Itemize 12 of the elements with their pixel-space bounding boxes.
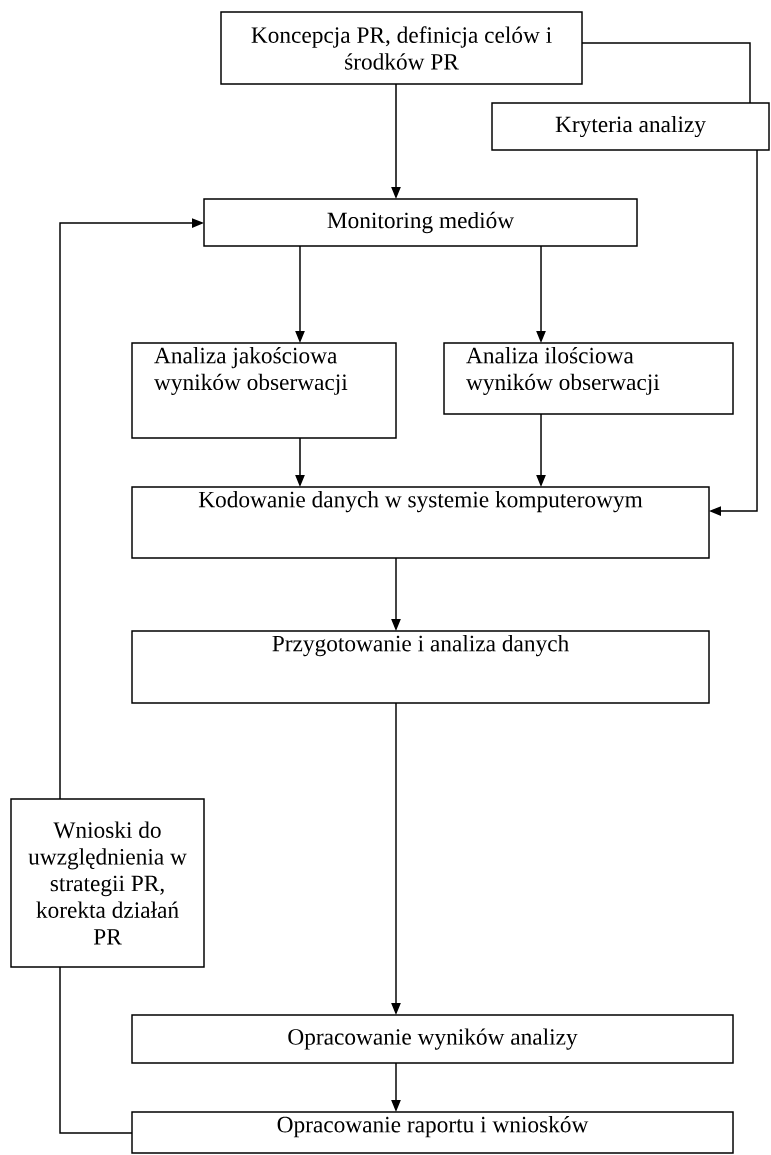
- process-box: Monitoring mediów: [203, 198, 638, 247]
- process-box: Koncepcja PR, definicja celów i środków PR: [220, 11, 583, 85]
- process-box: Opracowanie wyników analizy: [131, 1014, 734, 1064]
- process-box: Analiza jakościowa wyników obserwacji: [131, 342, 397, 439]
- process-box: Opracowanie raportu i wniosków: [131, 1111, 734, 1154]
- connector-line: [581, 42, 751, 104]
- process-box: Kodowanie danych w systemie komputerowym: [131, 486, 710, 559]
- process-box: Analiza ilościowa wyników obserwacji: [443, 342, 734, 415]
- process-box: Wnioski do uwzględnienia w strategii PR, korekta działań PR: [10, 798, 205, 968]
- process-box: Przygotowanie i analiza danych: [131, 630, 710, 704]
- connector-line: [59, 966, 133, 1134]
- process-box: Kryteria analizy: [491, 102, 770, 151]
